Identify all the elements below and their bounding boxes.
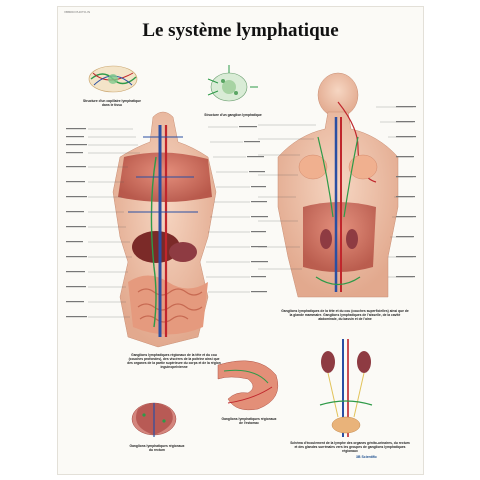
- poster-title: Le système lymphatique: [142, 20, 339, 41]
- torso-superficial-figure: [277, 72, 399, 298]
- caption-stomach: Ganglions lymphatiques régionaux de l'es…: [221, 417, 277, 425]
- rectum-diagram: [131, 402, 177, 437]
- caption-upper-body: Ganglions lymphatiques de la tête et du …: [281, 309, 409, 321]
- caption-capillary: Structure d'un capillaire lymphatique da…: [83, 99, 141, 107]
- stomach-diagram: [217, 360, 279, 411]
- publisher-logo: 3B Scientific: [356, 455, 378, 459]
- capillary-diagram: [88, 65, 138, 93]
- anatomy-illustrations: [66, 65, 416, 437]
- urogenital-diagram: [319, 339, 373, 437]
- caption-lymph-node: Structure d'un ganglion lymphatique: [204, 113, 262, 117]
- poster-code: VB8063 PHOTO-IN: [64, 10, 91, 14]
- poster: VB8063 PHOTO-IN Le système lymphatique: [57, 6, 424, 475]
- lymph-node-diagram: [207, 65, 258, 102]
- caption-urogenital: Schéma d'écoulement de la lymphe des org…: [290, 441, 410, 453]
- torso-deep-figure: [112, 111, 217, 348]
- caption-rectum: Ganglions lymphatiques régionaux du rect…: [129, 444, 185, 452]
- caption-torso-deep: Ganglions lymphatiques régionaux de la t…: [127, 353, 221, 369]
- label-text-lines: [66, 106, 416, 318]
